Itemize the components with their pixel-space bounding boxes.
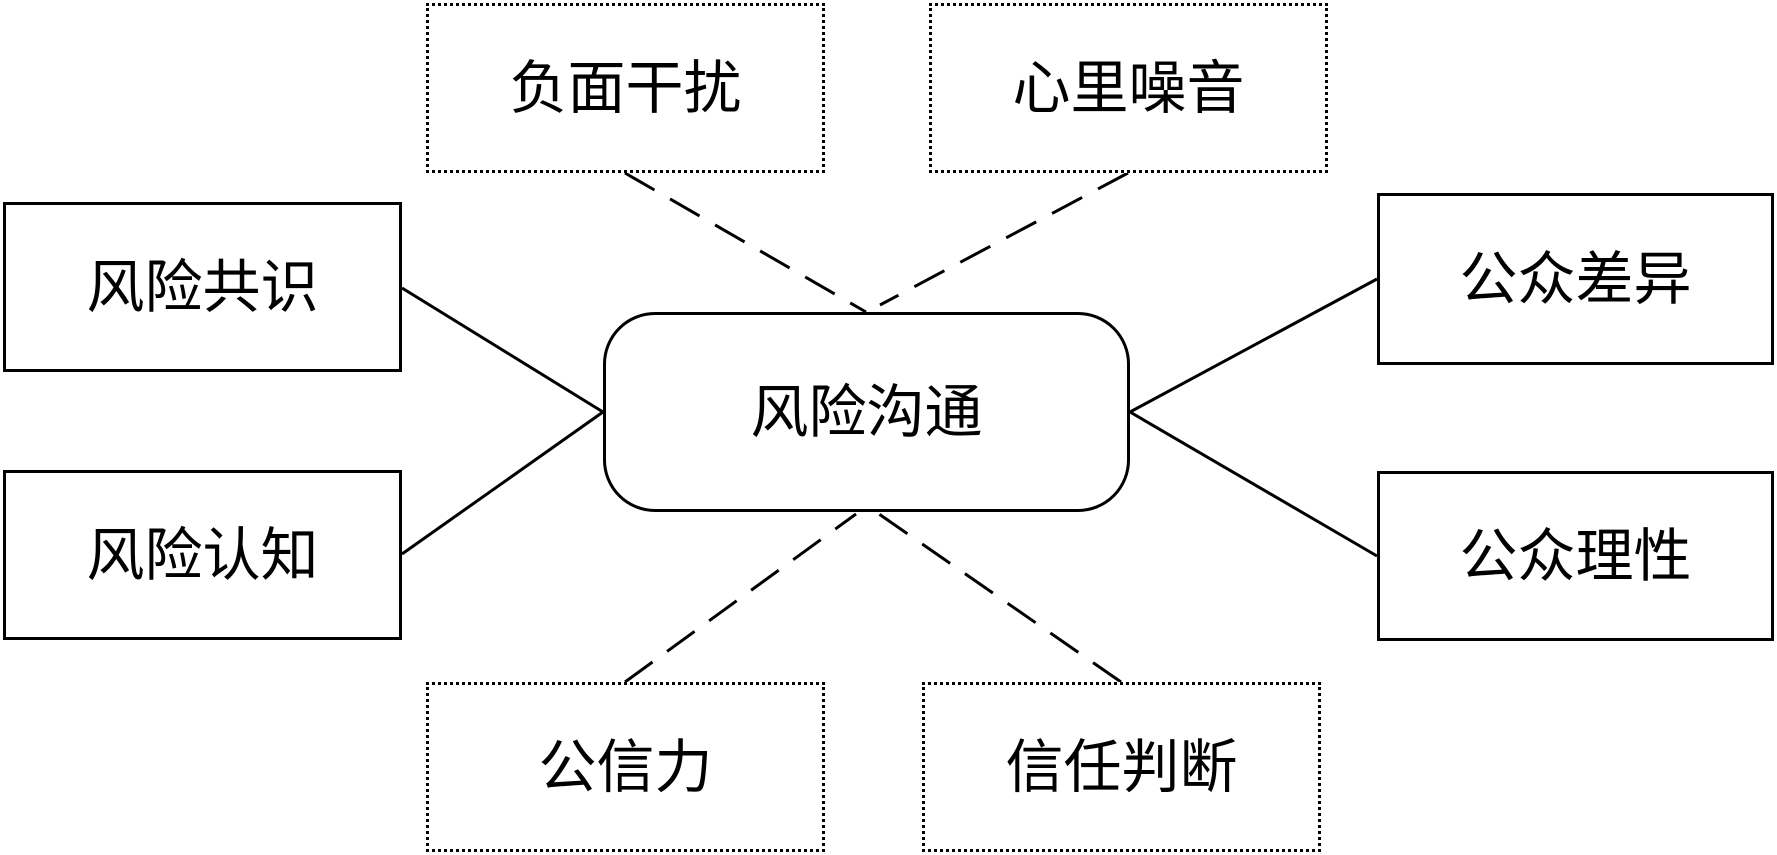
- node-label: 公众理性: [1459, 522, 1692, 590]
- connector-right-bottom: [1129, 410, 1378, 558]
- node-label: 公信力: [538, 733, 713, 801]
- node-label: 公众差异: [1459, 245, 1692, 313]
- connector-top-left: [624, 171, 867, 314]
- center-node-label: 风险沟通: [750, 378, 983, 446]
- node-risk-consensus: 风险共识: [3, 202, 402, 372]
- node-risk-perception: 风险认知: [3, 470, 402, 640]
- node-public-difference: 公众差异: [1377, 193, 1774, 365]
- node-label: 负面干扰: [509, 54, 742, 122]
- connector-right-top: [1129, 277, 1378, 414]
- connector-bottom-left: [624, 512, 857, 684]
- connector-left-top: [401, 286, 604, 414]
- node-label: 风险共识: [86, 253, 319, 321]
- node-public-rationality: 公众理性: [1377, 471, 1774, 641]
- node-label: 信任判断: [1005, 733, 1238, 801]
- center-node: 风险沟通: [603, 312, 1130, 512]
- node-psychological-noise: 心里噪音: [929, 3, 1328, 173]
- node-credibility: 公信力: [426, 682, 825, 852]
- node-negative-interference: 负面干扰: [426, 3, 825, 173]
- node-label: 风险认知: [86, 521, 319, 589]
- node-trust-judgment: 信任判断: [922, 682, 1321, 852]
- connector-left-bottom: [401, 410, 604, 556]
- connector-top-right: [879, 171, 1129, 307]
- node-label: 心里噪音: [1012, 54, 1245, 122]
- connector-bottom-right: [878, 512, 1122, 684]
